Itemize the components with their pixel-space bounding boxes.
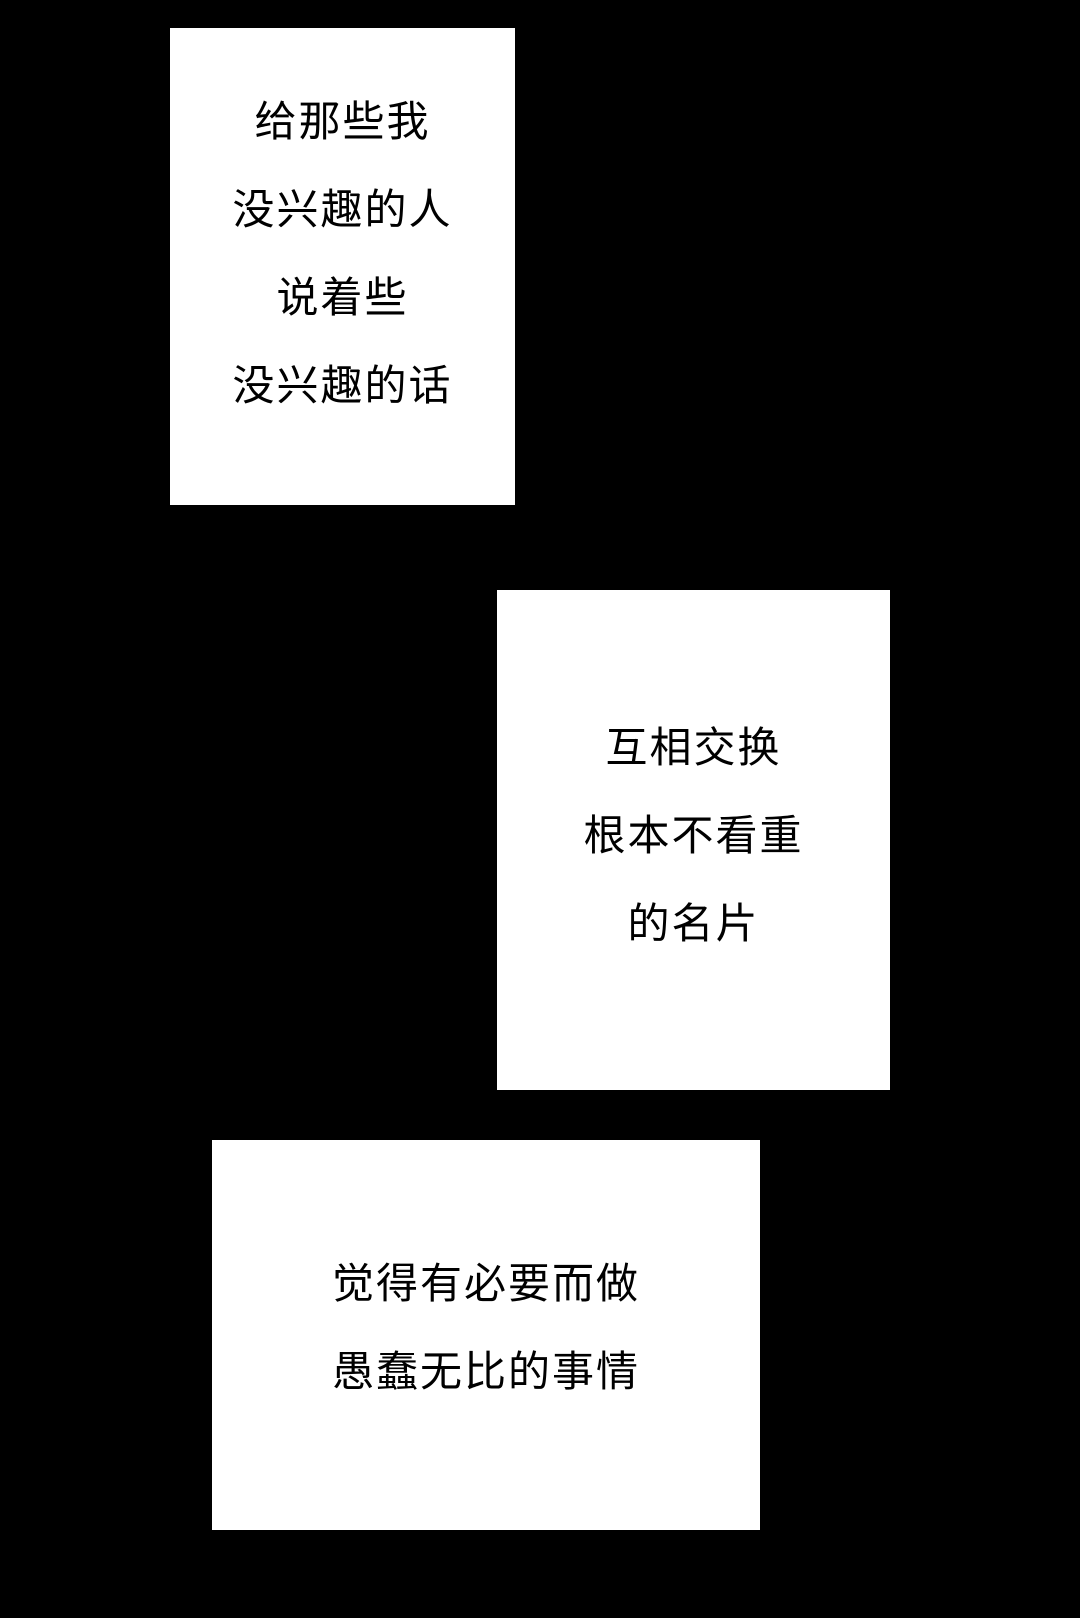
speech-panel-1: 给那些我 没兴趣的人 说着些 没兴趣的话 <box>170 28 515 505</box>
speech-panel-2: 互相交换 根本不看重 的名片 <box>497 590 890 1090</box>
speech-line: 觉得有必要而做 <box>331 1260 640 1307</box>
speech-line: 根本不看重 <box>583 812 804 859</box>
speech-line: 没兴趣的话 <box>232 362 453 409</box>
speech-panel-3: 觉得有必要而做 愚蠢无比的事情 <box>212 1140 760 1530</box>
speech-line: 给那些我 <box>254 98 431 145</box>
speech-line: 的名片 <box>627 900 760 947</box>
speech-line: 说着些 <box>276 274 409 321</box>
speech-line: 没兴趣的人 <box>232 186 453 233</box>
speech-line: 互相交换 <box>605 724 782 771</box>
speech-line: 愚蠢无比的事情 <box>331 1348 640 1395</box>
